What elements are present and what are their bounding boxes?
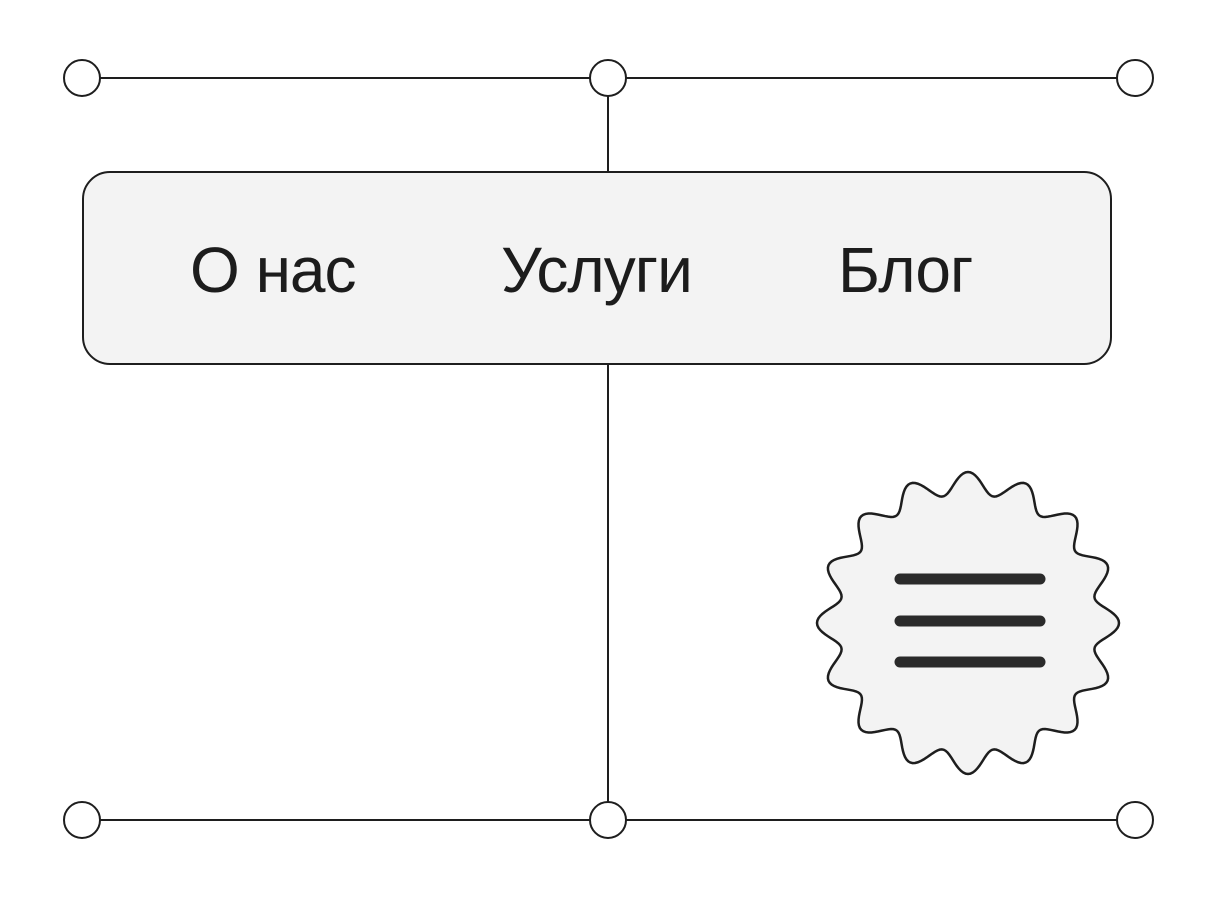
hamburger-menu-icon bbox=[894, 573, 1046, 668]
node-circle-bottom-center bbox=[589, 801, 627, 839]
nav-item-about[interactable]: О нас bbox=[190, 234, 356, 306]
node-circle-top-left bbox=[63, 59, 101, 97]
nav-item-services[interactable]: Услуги bbox=[501, 234, 693, 306]
node-circle-top-right bbox=[1116, 59, 1154, 97]
node-circle-bottom-right bbox=[1116, 801, 1154, 839]
menu-button[interactable] bbox=[808, 463, 1128, 783]
node-circle-bottom-left bbox=[63, 801, 101, 839]
nav-item-blog[interactable]: Блог bbox=[838, 234, 973, 306]
node-circle-top-center bbox=[589, 59, 627, 97]
scalloped-badge bbox=[815, 470, 1121, 776]
navigation-bar: О нас Услуги Блог bbox=[82, 171, 1112, 365]
